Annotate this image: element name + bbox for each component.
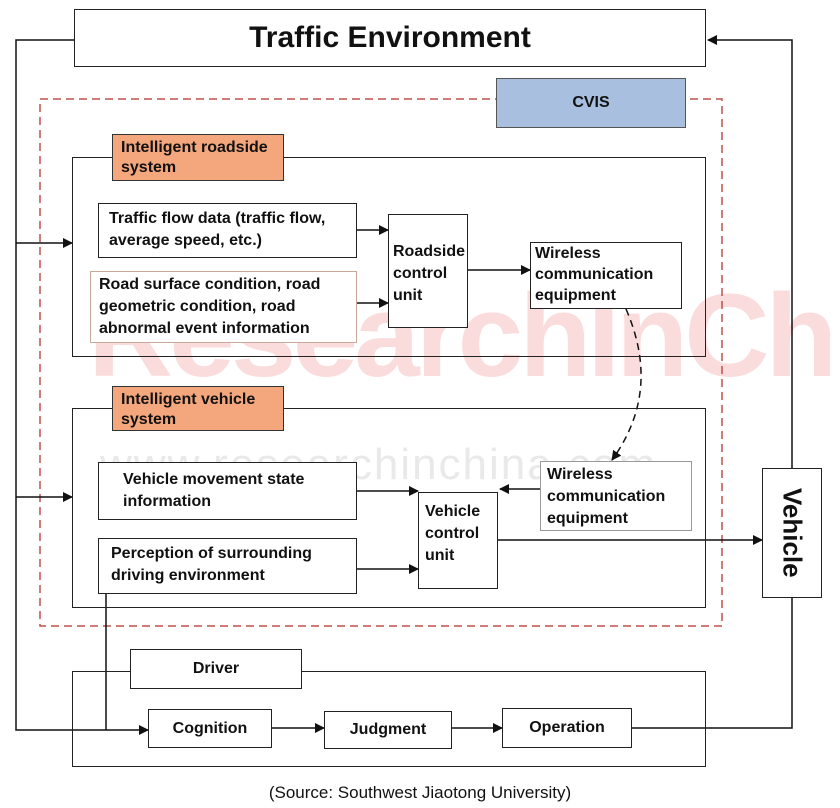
driver-label-box: Driver <box>130 649 302 689</box>
env-feedback-line <box>15 39 149 735</box>
vehicle-label: Vehicle <box>777 488 808 578</box>
perception-environment-box: Perception of surrounding driving enviro… <box>98 538 357 594</box>
cvis-label-box: CVIS <box>496 78 686 128</box>
roadside-system-frame <box>72 157 706 357</box>
vehicle-to-env-line <box>707 35 793 468</box>
judgment-box: Judgment <box>324 711 452 749</box>
vehicle-wireless-equipment-box: Wireless communication equipment <box>540 461 692 531</box>
traffic-environment-box: Traffic Environment <box>74 9 706 67</box>
vehicle-box: Vehicle <box>762 468 822 598</box>
page-title: Traffic Environment <box>249 21 531 54</box>
vehicle-system-header: Intelligent vehicle system <box>112 386 284 431</box>
driver-label: Driver <box>192 660 240 677</box>
judgment-label: Judgment <box>349 721 427 738</box>
cognition-label: Cognition <box>172 719 248 737</box>
road-surface-condition-box: Road surface condition, road geometric c… <box>90 271 357 343</box>
cvis-label: CVIS <box>572 94 610 111</box>
cognition-box: Cognition <box>148 709 272 748</box>
vehicle-control-unit-box: Vehicle control unit <box>418 492 498 589</box>
vehicle-movement-state-box: Vehicle movement state information <box>98 462 357 520</box>
operation-label: Operation <box>529 719 605 736</box>
traffic-flow-data-box: Traffic flow data (traffic flow, average… <box>98 203 357 258</box>
cvis-boundary <box>39 98 723 627</box>
roadside-system-header: Intelligent roadside system <box>112 134 284 181</box>
driver-frame <box>72 671 706 767</box>
source-caption: (Source: Southwest Jiaotong University) <box>268 783 572 802</box>
wireless-link <box>611 298 642 461</box>
vehicle-system-frame <box>72 408 706 608</box>
roadside-control-unit-box: Roadside control unit <box>388 214 468 328</box>
operation-to-vehicle-line <box>632 598 793 729</box>
operation-box: Operation <box>502 708 632 748</box>
roadside-wireless-equipment-box: Wireless communication equipment <box>530 242 682 309</box>
